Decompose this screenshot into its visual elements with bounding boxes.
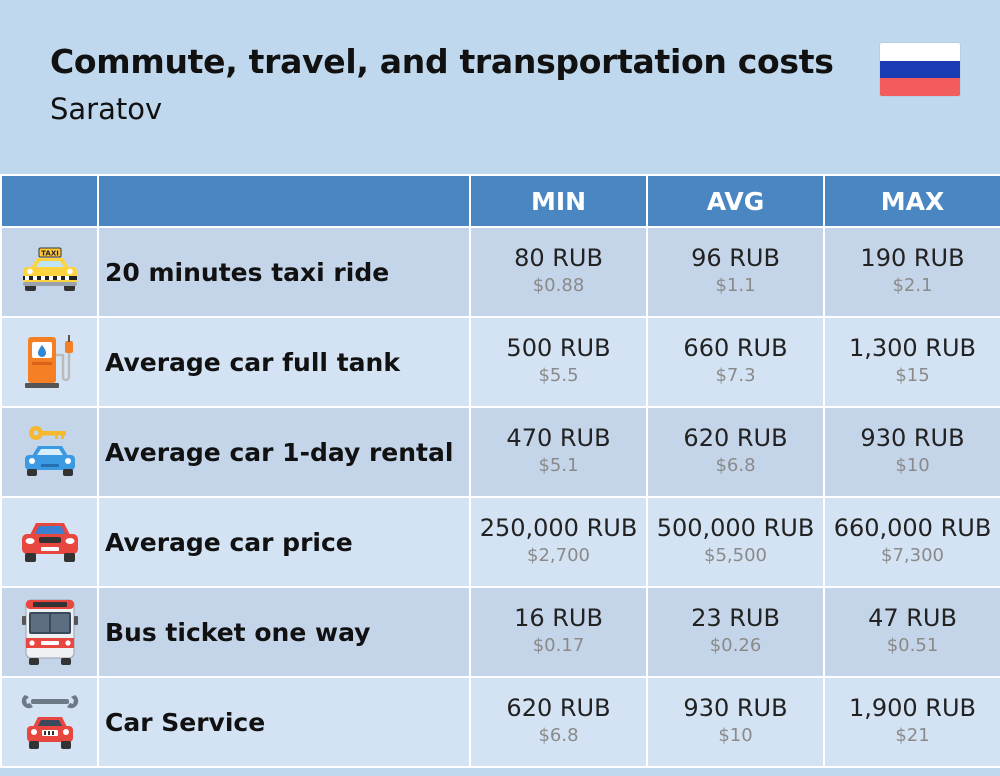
max-cell: 1,900 RUB $21 [823, 676, 1000, 768]
min-cell: 250,000 RUB $2,700 [469, 496, 648, 588]
avg-cell: 500,000 RUB $5,500 [646, 496, 825, 588]
avg-usd: $0.26 [709, 635, 762, 656]
page-subtitle: Saratov [50, 92, 163, 126]
russia-flag-icon [880, 43, 960, 96]
table-row: TAXI 20 minutes taxi ride 80 RUB $ [0, 226, 1000, 318]
table-header-row: MIN AVG MAX [0, 174, 1000, 228]
avg-rub: 23 RUB [691, 604, 780, 632]
max-usd: $0.51 [886, 635, 939, 656]
avg-usd: $7.3 [715, 365, 756, 386]
table-row: Average car price 250,000 RUB $2,700 500… [0, 496, 1000, 588]
fuel-pump-icon [24, 335, 73, 388]
max-rub: 930 RUB [860, 424, 965, 452]
car-icon [21, 523, 78, 562]
avg-cell: 930 RUB $10 [646, 676, 825, 768]
row-label: Bus ticket one way [97, 586, 471, 678]
max-usd: $10 [895, 455, 930, 476]
avg-usd: $10 [718, 725, 753, 746]
header-max: MAX [823, 174, 1000, 228]
min-usd: $5.5 [538, 365, 579, 386]
car-service-icon [21, 695, 78, 749]
header: Commute, travel, and transportation cost… [0, 0, 1000, 174]
min-rub: 80 RUB [514, 244, 603, 272]
min-usd: $0.17 [532, 635, 585, 656]
max-usd: $2.1 [892, 275, 933, 296]
min-usd: $0.88 [532, 275, 585, 296]
max-usd: $15 [895, 365, 930, 386]
table-row: Average car 1-day rental 470 RUB $5.1 62… [0, 406, 1000, 498]
avg-rub: 96 RUB [691, 244, 780, 272]
max-cell: 190 RUB $2.1 [823, 226, 1000, 318]
row-label: Average car price [97, 496, 471, 588]
page-title: Commute, travel, and transportation cost… [50, 42, 834, 81]
avg-rub: 930 RUB [683, 694, 788, 722]
max-cell: 660,000 RUB $7,300 [823, 496, 1000, 588]
min-usd: $6.8 [538, 725, 579, 746]
bus-icon [21, 599, 78, 665]
taxi-icon: TAXI [22, 247, 77, 291]
max-cell: 1,300 RUB $15 [823, 316, 1000, 408]
max-rub: 1,900 RUB [848, 694, 977, 722]
avg-usd: $5,500 [704, 545, 767, 566]
min-cell: 16 RUB $0.17 [469, 586, 648, 678]
row-label: Average car 1-day rental [97, 406, 471, 498]
table-row: Car Service 620 RUB $6.8 930 RUB $10 1,9… [0, 676, 1000, 768]
min-rub: 470 RUB [506, 424, 611, 452]
max-usd: $21 [895, 725, 930, 746]
max-usd: $7,300 [881, 545, 944, 566]
header-label-col [97, 174, 471, 228]
header-icon-col [0, 174, 99, 228]
table-row: Bus ticket one way 16 RUB $0.17 23 RUB $… [0, 586, 1000, 678]
avg-usd: $1.1 [715, 275, 756, 296]
min-rub: 16 RUB [514, 604, 603, 632]
avg-cell: 660 RUB $7.3 [646, 316, 825, 408]
avg-cell: 96 RUB $1.1 [646, 226, 825, 318]
avg-rub: 660 RUB [683, 334, 788, 362]
table-row: Average car full tank 500 RUB $5.5 660 R… [0, 316, 1000, 408]
min-rub: 500 RUB [506, 334, 611, 362]
min-rub: 250,000 RUB [479, 514, 638, 542]
taxi-sign-text: TAXI [41, 250, 59, 258]
min-rub: 620 RUB [506, 694, 611, 722]
max-rub: 1,300 RUB [848, 334, 977, 362]
min-cell: 500 RUB $5.5 [469, 316, 648, 408]
min-cell: 470 RUB $5.1 [469, 406, 648, 498]
header-min: MIN [469, 174, 648, 228]
car-rental-icon [24, 426, 75, 476]
avg-rub: 620 RUB [683, 424, 788, 452]
max-cell: 47 RUB $0.51 [823, 586, 1000, 678]
avg-rub: 500,000 RUB [656, 514, 815, 542]
max-rub: 47 RUB [868, 604, 957, 632]
avg-cell: 23 RUB $0.26 [646, 586, 825, 678]
cost-table: MIN AVG MAX TAXI [0, 174, 1000, 768]
avg-usd: $6.8 [715, 455, 756, 476]
min-usd: $5.1 [538, 455, 579, 476]
min-cell: 620 RUB $6.8 [469, 676, 648, 768]
min-usd: $2,700 [527, 545, 590, 566]
max-cell: 930 RUB $10 [823, 406, 1000, 498]
row-label: 20 minutes taxi ride [97, 226, 471, 318]
row-label: Average car full tank [97, 316, 471, 408]
row-label: Car Service [97, 676, 471, 768]
min-cell: 80 RUB $0.88 [469, 226, 648, 318]
max-rub: 190 RUB [860, 244, 965, 272]
avg-cell: 620 RUB $6.8 [646, 406, 825, 498]
header-avg: AVG [646, 174, 825, 228]
max-rub: 660,000 RUB [833, 514, 992, 542]
